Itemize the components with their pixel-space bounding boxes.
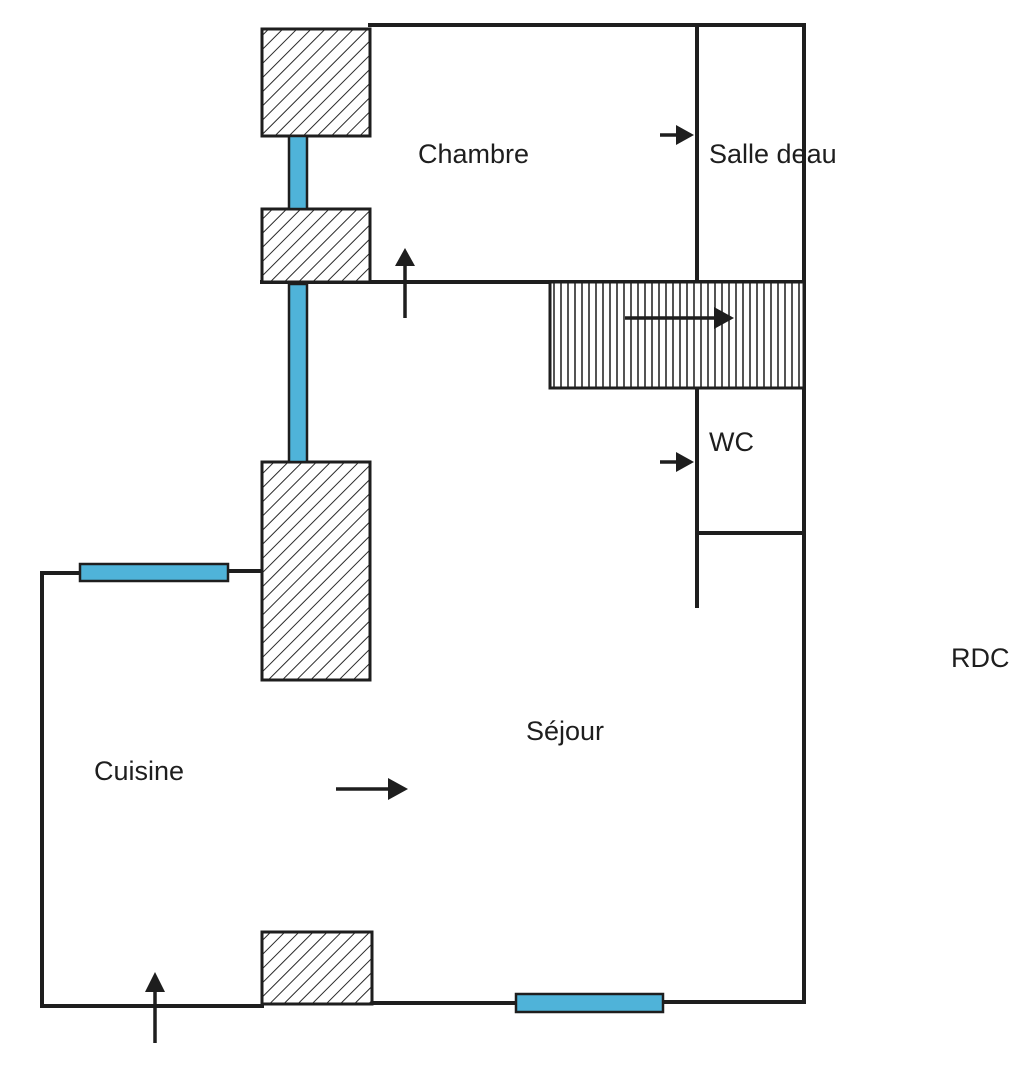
- window-icon: [514, 992, 665, 1014]
- room-label-salle-eau: Salle deau: [709, 139, 837, 169]
- pillars: [260, 27, 374, 1006]
- window-icon: [287, 134, 309, 211]
- windows: [78, 134, 665, 1014]
- hatched-pillar-icon: [260, 930, 374, 1006]
- arrows: [145, 125, 734, 1043]
- room-label-wc: WC: [709, 427, 754, 457]
- hatched-pillar-icon: [260, 460, 372, 682]
- window-icon: [78, 562, 230, 583]
- staircase-icon: [548, 280, 806, 390]
- room-label-cuisine: Cuisine: [94, 756, 184, 786]
- arrow-icon: [660, 125, 694, 145]
- arrow-icon: [625, 307, 734, 329]
- walls: [40, 23, 806, 1008]
- level-label: RDC: [951, 643, 1010, 673]
- window-icon: [287, 282, 309, 464]
- hatched-pillar-icon: [260, 27, 372, 138]
- room-labels: Chambre Salle deau WC Séjour Cuisine RDC: [94, 139, 1010, 786]
- arrow-icon: [336, 778, 408, 800]
- arrow-icon: [395, 248, 415, 318]
- arrow-icon: [660, 452, 694, 472]
- arrow-icon: [145, 972, 165, 1043]
- room-label-sejour: Séjour: [526, 716, 604, 746]
- room-label-chambre: Chambre: [418, 139, 529, 169]
- hatched-pillar-icon: [260, 207, 372, 284]
